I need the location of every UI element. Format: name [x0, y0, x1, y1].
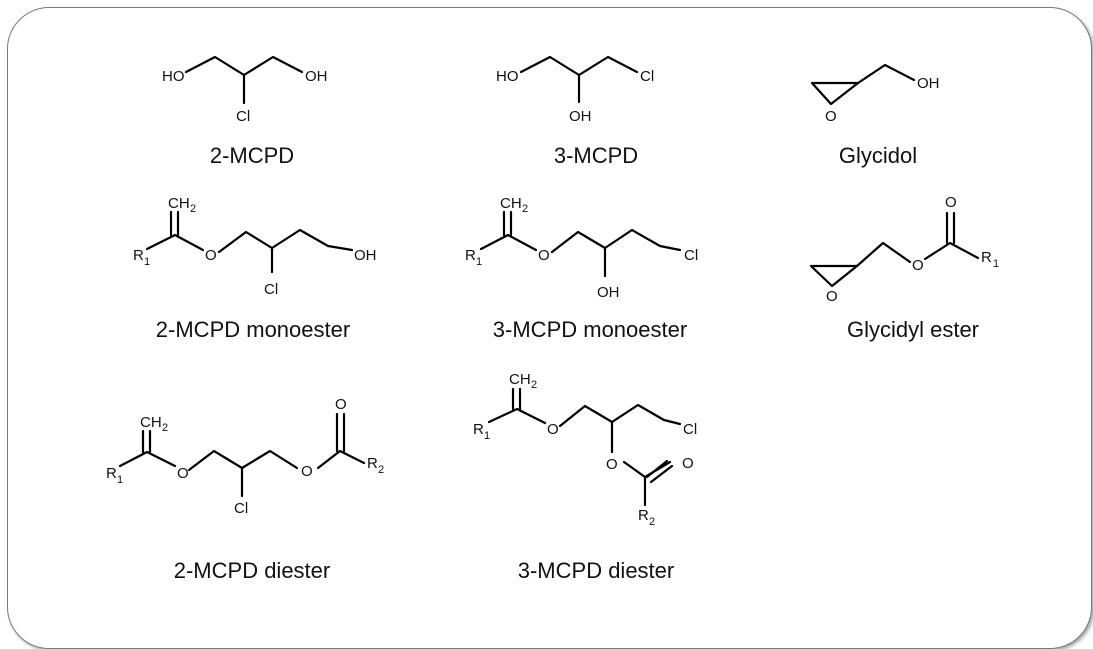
atom-cl: Cl — [234, 500, 248, 517]
atom-ch: CH — [509, 371, 531, 388]
slide-frame — [7, 7, 1092, 649]
atom-o: O — [205, 247, 217, 264]
atom-r: R — [133, 247, 144, 264]
atom-oh: OH — [305, 68, 328, 85]
atom-o: O — [606, 456, 618, 473]
atom-ho: HO — [496, 68, 519, 85]
atom-o: O — [825, 108, 837, 125]
compound-name-3-mcpd: 3-MCPD — [554, 143, 638, 168]
atom-ch: CH — [500, 195, 522, 212]
atom-o: O — [301, 463, 313, 480]
atom-r: R — [638, 507, 649, 524]
atom-o: O — [538, 247, 550, 264]
atom-r: R — [367, 455, 378, 472]
subscript: 2 — [190, 203, 196, 215]
atom-ch: CH — [140, 414, 162, 431]
structure-glycidol: O OH Glycidol — [810, 63, 940, 168]
atom-o: O — [912, 257, 924, 274]
atom-ch: CH — [168, 195, 190, 212]
subscript: 1 — [144, 256, 150, 268]
structure-2-mcpd-diester: CH 2 R 1 O Cl O O R 2 2-MCPD diester — [106, 396, 384, 583]
subscript: 2 — [531, 379, 537, 391]
atom-o: O — [826, 288, 838, 305]
structure-3-mcpd-monoester: CH 2 R 1 O OH Cl 3-MCPD monoester — [465, 195, 698, 342]
structure-glycidyl-ester: O O O R 1 Glycidyl ester — [809, 194, 999, 342]
structure-3-mcpd-diester: CH 2 R 1 O Cl O O R 2 3-MCPD diester — [473, 371, 697, 583]
atom-r: R — [465, 247, 476, 264]
atom-cl: Cl — [640, 68, 654, 85]
subscript: 2 — [522, 203, 528, 215]
subscript: 2 — [649, 516, 655, 528]
subscript: 1 — [484, 430, 490, 442]
subscript: 1 — [993, 258, 999, 270]
atom-ho: HO — [162, 68, 185, 85]
structure-2-mcpd-monoester: CH 2 R 1 O Cl OH 2-MCPD monoester — [133, 195, 377, 342]
structure-2-mcpd: HO Cl OH 2-MCPD — [162, 55, 328, 168]
atom-o: O — [335, 396, 347, 413]
compound-name-2-mcpd: 2-MCPD — [210, 143, 294, 168]
compound-name-2-mcpd-monoester: 2-MCPD monoester — [156, 317, 350, 342]
atom-cl: Cl — [684, 247, 698, 264]
atom-cl: Cl — [236, 108, 250, 125]
atom-o: O — [945, 194, 957, 211]
atom-oh: OH — [597, 284, 620, 301]
atom-cl: Cl — [683, 421, 697, 438]
atom-r: R — [106, 465, 117, 482]
compound-name-glycidol: Glycidol — [839, 143, 917, 168]
atom-cl: Cl — [264, 281, 278, 298]
compound-name-2-mcpd-diester: 2-MCPD diester — [174, 558, 330, 583]
compound-name-3-mcpd-diester: 3-MCPD diester — [518, 558, 674, 583]
compound-name-glycidyl-ester: Glycidyl ester — [847, 317, 979, 342]
atom-o: O — [177, 465, 189, 482]
atom-r: R — [981, 249, 992, 266]
atom-o: O — [547, 421, 559, 438]
subscript: 1 — [117, 474, 123, 486]
atom-oh: OH — [569, 108, 592, 125]
chemical-structures-panel: HO Cl OH 2-MCPD HO OH Cl 3-MCPD O OH Gly… — [106, 55, 999, 583]
atom-oh: OH — [917, 75, 940, 92]
subscript: 2 — [378, 464, 384, 476]
atom-oh: OH — [354, 247, 377, 264]
subscript: 2 — [162, 422, 168, 434]
subscript: 1 — [476, 256, 482, 268]
compound-name-3-mcpd-monoester: 3-MCPD monoester — [493, 317, 687, 342]
atom-o: O — [682, 455, 694, 472]
structure-3-mcpd: HO OH Cl 3-MCPD — [496, 55, 654, 168]
atom-r: R — [473, 421, 484, 438]
